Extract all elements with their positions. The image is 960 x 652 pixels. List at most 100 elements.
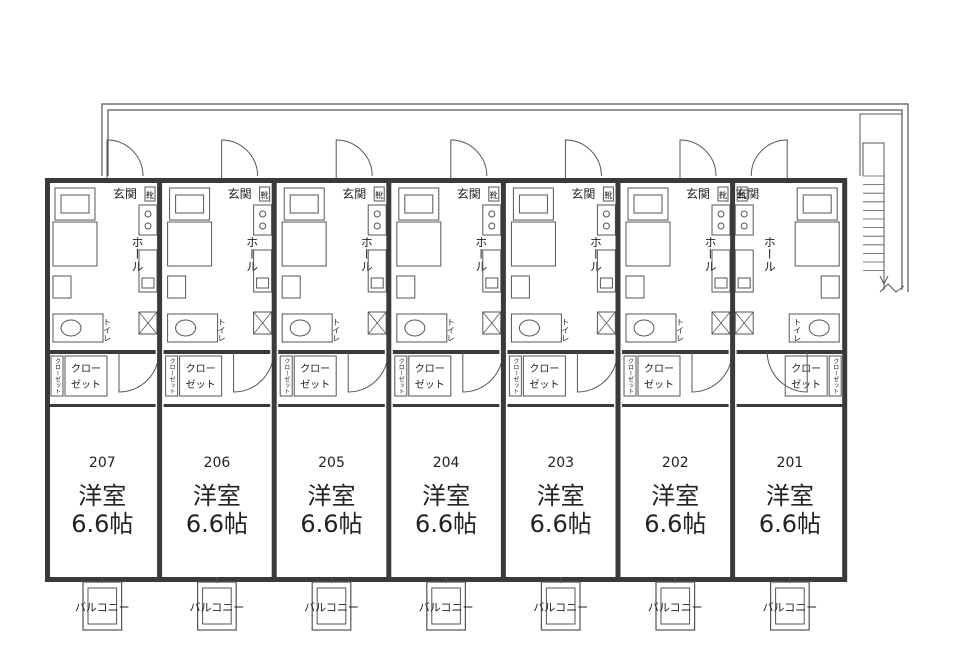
refrigerator-space [625,221,671,267]
unit-number: 203 [547,455,574,471]
closet [637,355,681,397]
closet-label-line2: ゼット [791,379,821,391]
stove-burner-icon [488,222,496,230]
kitchen-counter [734,249,754,293]
break-line [879,283,905,293]
bedroom-wall-lower [163,404,271,407]
stove-burner-icon [717,210,725,218]
unit-204: 玄関靴ホールトイレクローゼットクローゼット204洋室6.6帖バルコニー [386,139,504,631]
washer-pan [633,194,663,214]
side-storage [394,355,408,397]
bedroom-door [691,351,733,393]
ventilation-cross [367,311,387,335]
closet-label-line1: クロー [415,363,445,375]
unit-number: 205 [318,455,345,471]
washer-pan [518,194,548,214]
ventilation-cross [734,311,754,335]
washer-space [169,187,211,221]
closet-label-line2: ゼット [644,379,674,391]
unit-number: 206 [204,455,231,471]
balcony-label: バルコニー [419,601,474,614]
hall-label: ホール [474,236,488,272]
room-type-label: 洋室 [78,482,126,510]
toilet-icon [175,319,197,337]
washer-pan [60,194,90,214]
toilet-icon [404,319,426,337]
balcony-inner [316,587,347,625]
party-wall [730,178,736,582]
closet-label-line1: クロー [71,363,101,375]
ventilation-cross [597,311,616,335]
balcony-label: バルコニー [763,601,818,614]
closet [784,355,828,397]
ventilation-cross [711,311,731,335]
toilet-room [52,313,104,343]
hall-label: ホール [762,236,776,272]
unit-number: 207 [89,455,116,471]
closet [64,355,108,397]
room-type-label: 洋室 [193,482,241,510]
refrigerator-space [794,221,840,267]
corridor-outline-inner [107,109,903,290]
bedroom-wall [622,350,729,354]
washbasin [625,275,645,299]
unit-number: 204 [433,455,460,471]
unit-205: 玄関靴ホールトイレクローゼットクローゼット205洋室6.6帖バルコニー [271,139,389,631]
stove-burner-icon [373,222,381,230]
stove [253,204,273,236]
hall-label: ホール [359,236,373,272]
sink [737,277,751,289]
shoe-box-label: 靴 [738,190,746,200]
washbasin [820,275,840,299]
balcony-inner [775,587,805,625]
corridor-outline-outer [101,103,909,292]
ventilation-box [734,311,754,335]
stove [711,204,731,236]
closet [179,355,223,397]
shoe-box-label: 靴 [146,190,154,200]
closet-label-line2: ゼット [186,379,216,391]
site-outline [101,103,909,292]
washer-pan [289,194,319,214]
bedroom-wall-lower [49,404,156,407]
ventilation-box [711,311,731,335]
stove [596,204,616,236]
closet-label-line1: クロー [529,363,559,375]
bedroom-door [233,351,275,393]
bedroom-wall-lower [507,404,614,407]
stove [482,204,502,236]
hall-label: ホール [130,236,144,272]
entrance-label: 玄関 [571,186,595,201]
stove-burner-icon [740,210,748,218]
room-type-label: 洋室 [651,482,699,510]
balcony-label: バルコニー [533,601,588,614]
stove-burner-icon [373,210,381,218]
side-storage-label: クローゼット [397,358,404,394]
staircase [862,142,905,293]
unit-206: 玄関靴ホールトイレクローゼットクローゼット206洋室6.6帖バルコニー [157,139,275,631]
units-row: 玄関靴ホールトイレクローゼットクローゼット207洋室6.6帖バルコニー玄関靴ホー… [45,139,848,631]
stove-burner-icon [488,210,496,218]
washbasin [281,275,301,299]
bedroom-wall-lower [392,404,500,407]
entry-door [106,139,144,178]
ventilation-cross [253,311,272,335]
balcony-label: バルコニー [75,601,130,614]
toilet-icon [60,319,82,337]
toilet-room [167,313,219,343]
closet-label-line2: ゼット [300,379,330,391]
shoe-box-label: 靴 [719,190,727,200]
hall-label: ホール [588,236,602,272]
shoe-box-label: 靴 [261,190,269,200]
kitchen-counter [711,249,731,293]
balcony-label: バルコニー [190,601,245,614]
side-storage-label: クローゼット [54,358,61,394]
stair-outline [862,142,885,290]
sink [714,277,728,289]
entrance-label: 玄関 [228,186,252,201]
unit-207: 玄関靴ホールトイレクローゼットクローゼット207洋室6.6帖バルコニー [49,139,160,631]
stove-burner-icon [259,222,267,230]
ventilation-cross [138,311,158,335]
